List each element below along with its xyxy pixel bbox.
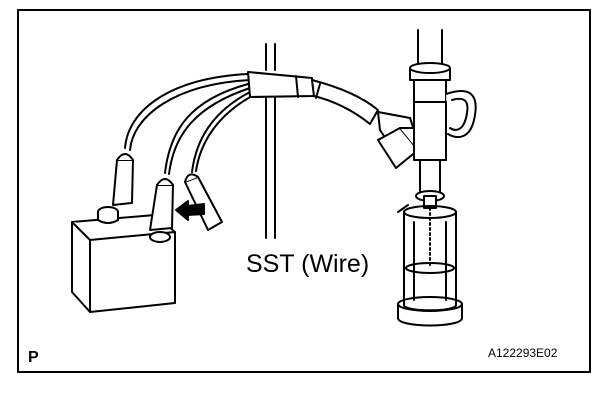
injector — [409, 29, 477, 209]
lead-wires — [124, 73, 253, 175]
sst-wire-label: SST (Wire) — [246, 250, 369, 278]
figure-id: A122293E02 — [488, 346, 558, 360]
measuring-cylinder — [397, 204, 463, 327]
clip-2 — [149, 178, 174, 231]
direction-arrow — [175, 200, 205, 221]
sst-rod — [265, 43, 276, 239]
corner-mark: P — [28, 349, 39, 366]
sst-wire-sleeve — [247, 71, 379, 125]
battery-illustration — [71, 206, 176, 313]
clip-1 — [112, 153, 134, 206]
figure-frame — [17, 9, 591, 373]
sst-label-backdrop — [242, 244, 378, 278]
